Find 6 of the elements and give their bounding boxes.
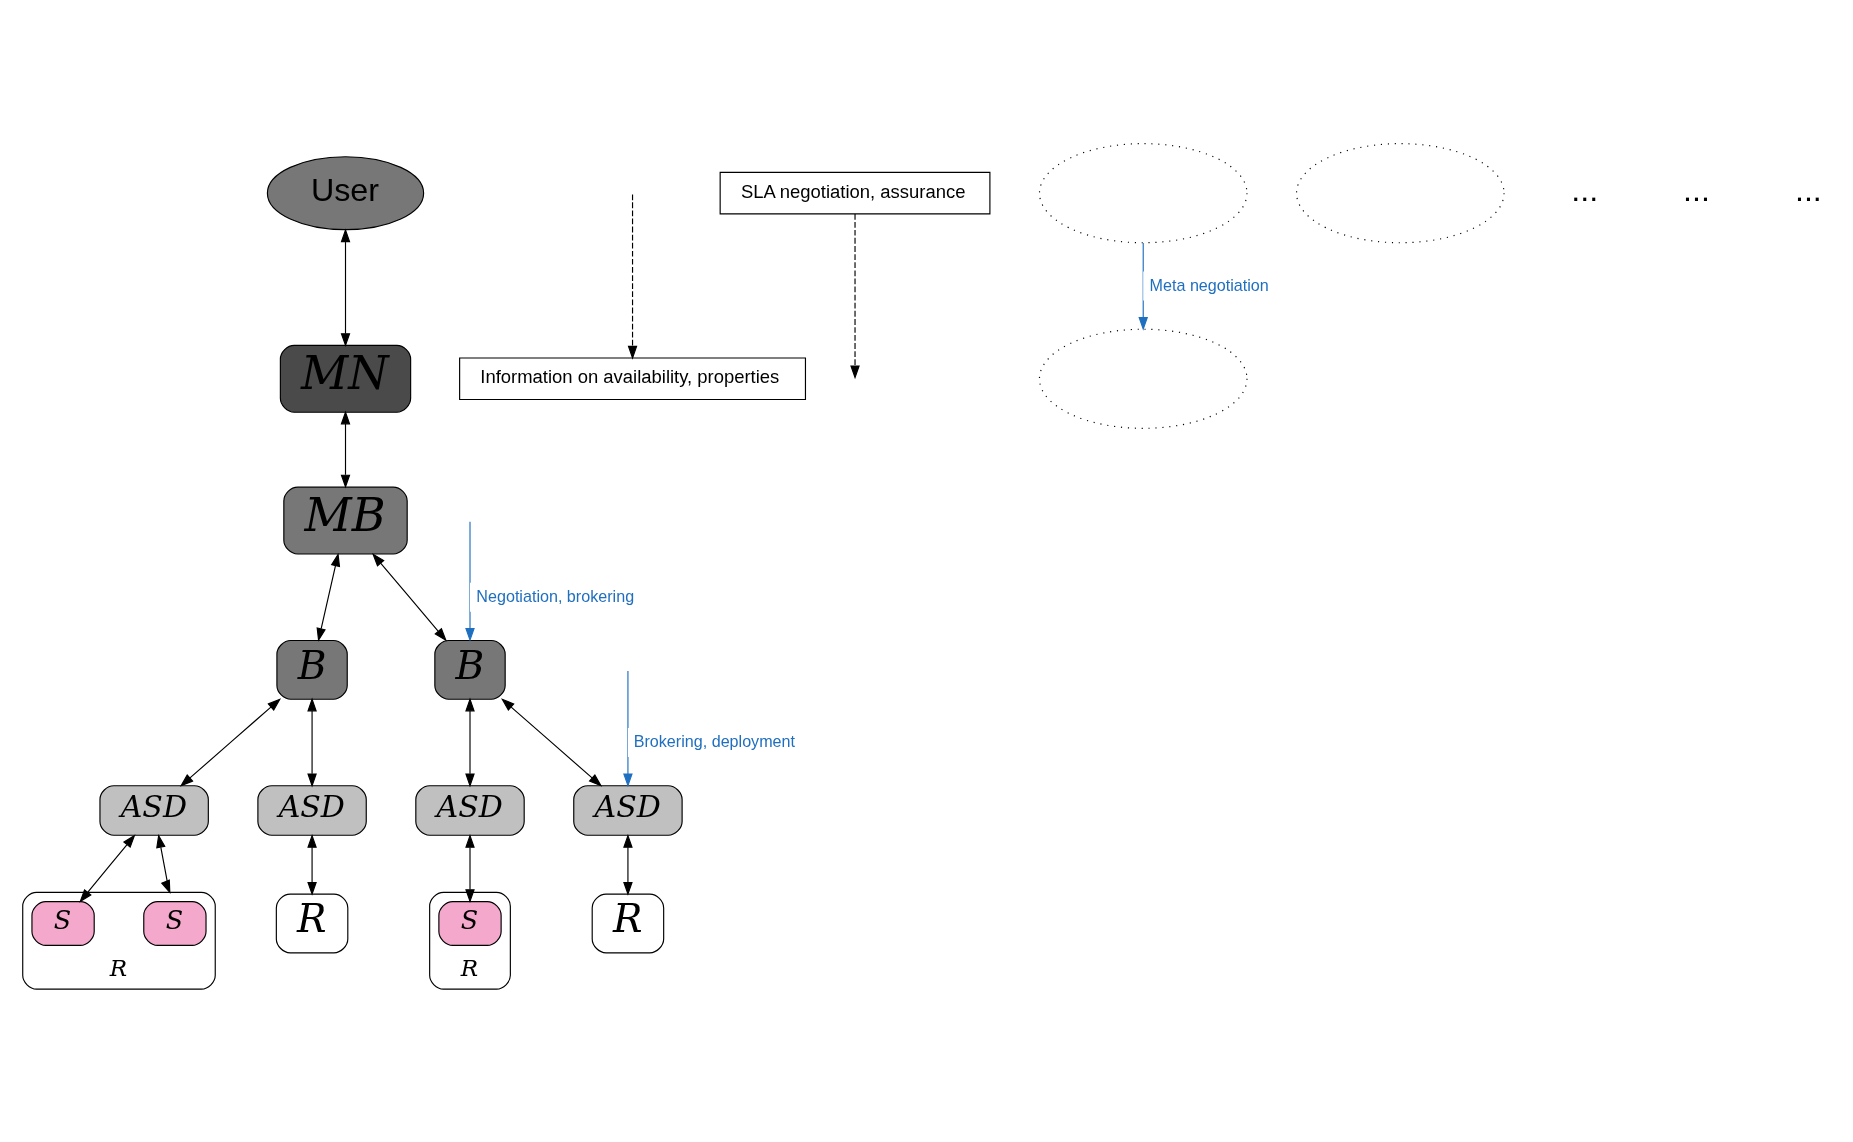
label: ...: [1571, 172, 1599, 209]
edge-label: Meta negotiation: [1149, 275, 1269, 294]
label: ...: [1683, 172, 1710, 209]
edge-label: Negotiation, brokering: [476, 587, 635, 606]
edge-label: Brokering, deployment: [633, 732, 796, 751]
label: ...: [1794, 172, 1822, 209]
